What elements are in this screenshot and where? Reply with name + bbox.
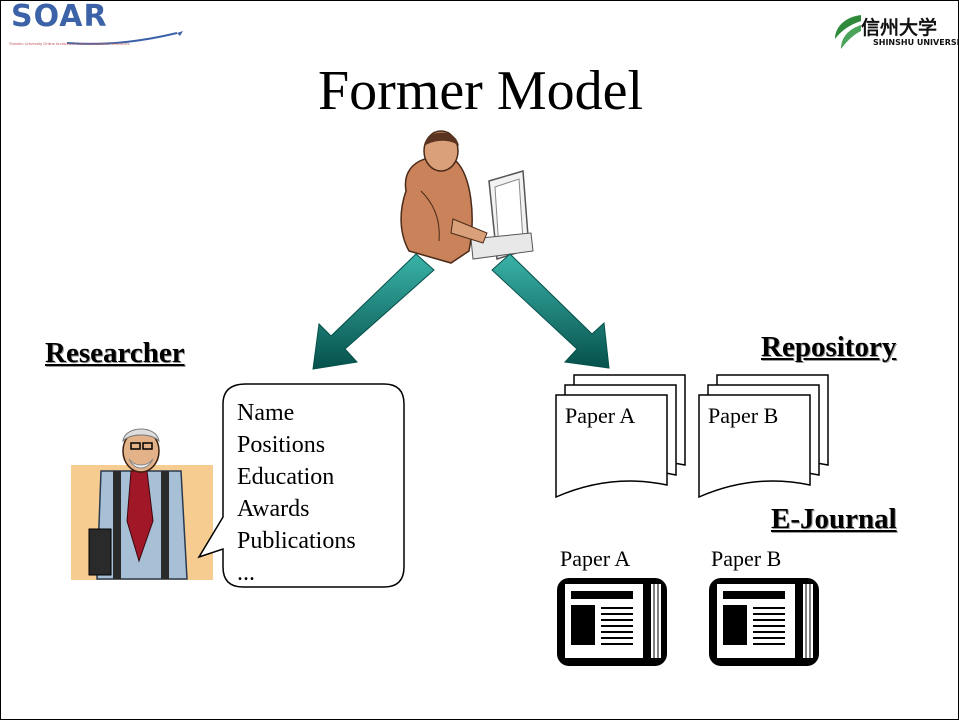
bubble-line-awards: Awards <box>237 496 310 522</box>
soar-logo-subtext: Shinshu University Online Archives of Ge… <box>9 41 130 46</box>
soar-logo-text: SOAR <box>11 0 108 34</box>
university-name-en: SHINSHU UNIVERSITY <box>873 38 958 47</box>
university-logo: 信州大学 SHINSHU UNIVERSITY <box>831 11 958 55</box>
soar-logo: SOAR Shinshu University Online Archives … <box>9 1 199 51</box>
journal-paper-b-label: Paper B <box>711 546 782 571</box>
researcher-figure-icon <box>71 428 213 580</box>
bubble-line-positions: Positions <box>237 432 326 458</box>
bubble-line-education: Education <box>237 464 335 490</box>
speech-bubble-text: Name Positions Education Awards Publicat… <box>237 397 356 589</box>
university-name-jp: 信州大学 <box>861 17 938 39</box>
researcher-heading: Researcher <box>45 337 185 369</box>
arrow-to-repository-icon <box>491 253 610 369</box>
repository-doc-stack-b <box>698 374 829 499</box>
soar-swoosh-icon <box>66 31 183 45</box>
repository-paper-a-label: Paper A <box>565 403 636 428</box>
bubble-line-name: Name <box>237 400 295 426</box>
slide-title: Former Model <box>317 60 644 122</box>
bubble-line-publications: Publications <box>237 528 356 554</box>
repository-paper-b-label: Paper B <box>708 403 779 428</box>
bubble-line-ellipsis: ... <box>237 560 255 586</box>
repository-doc-stack-a <box>555 374 686 499</box>
person-at-computer-icon <box>400 130 534 264</box>
speech-bubble <box>197 383 405 588</box>
arrow-to-researcher-icon <box>312 253 435 370</box>
journal-newspaper-b-icon <box>709 578 819 666</box>
leaf-logo-icon <box>835 15 861 49</box>
journal-paper-a-label: Paper A <box>560 546 631 571</box>
repository-heading: Repository <box>761 331 897 363</box>
ejournal-heading: E-Journal <box>771 503 897 535</box>
journal-newspaper-a-icon <box>557 578 667 666</box>
